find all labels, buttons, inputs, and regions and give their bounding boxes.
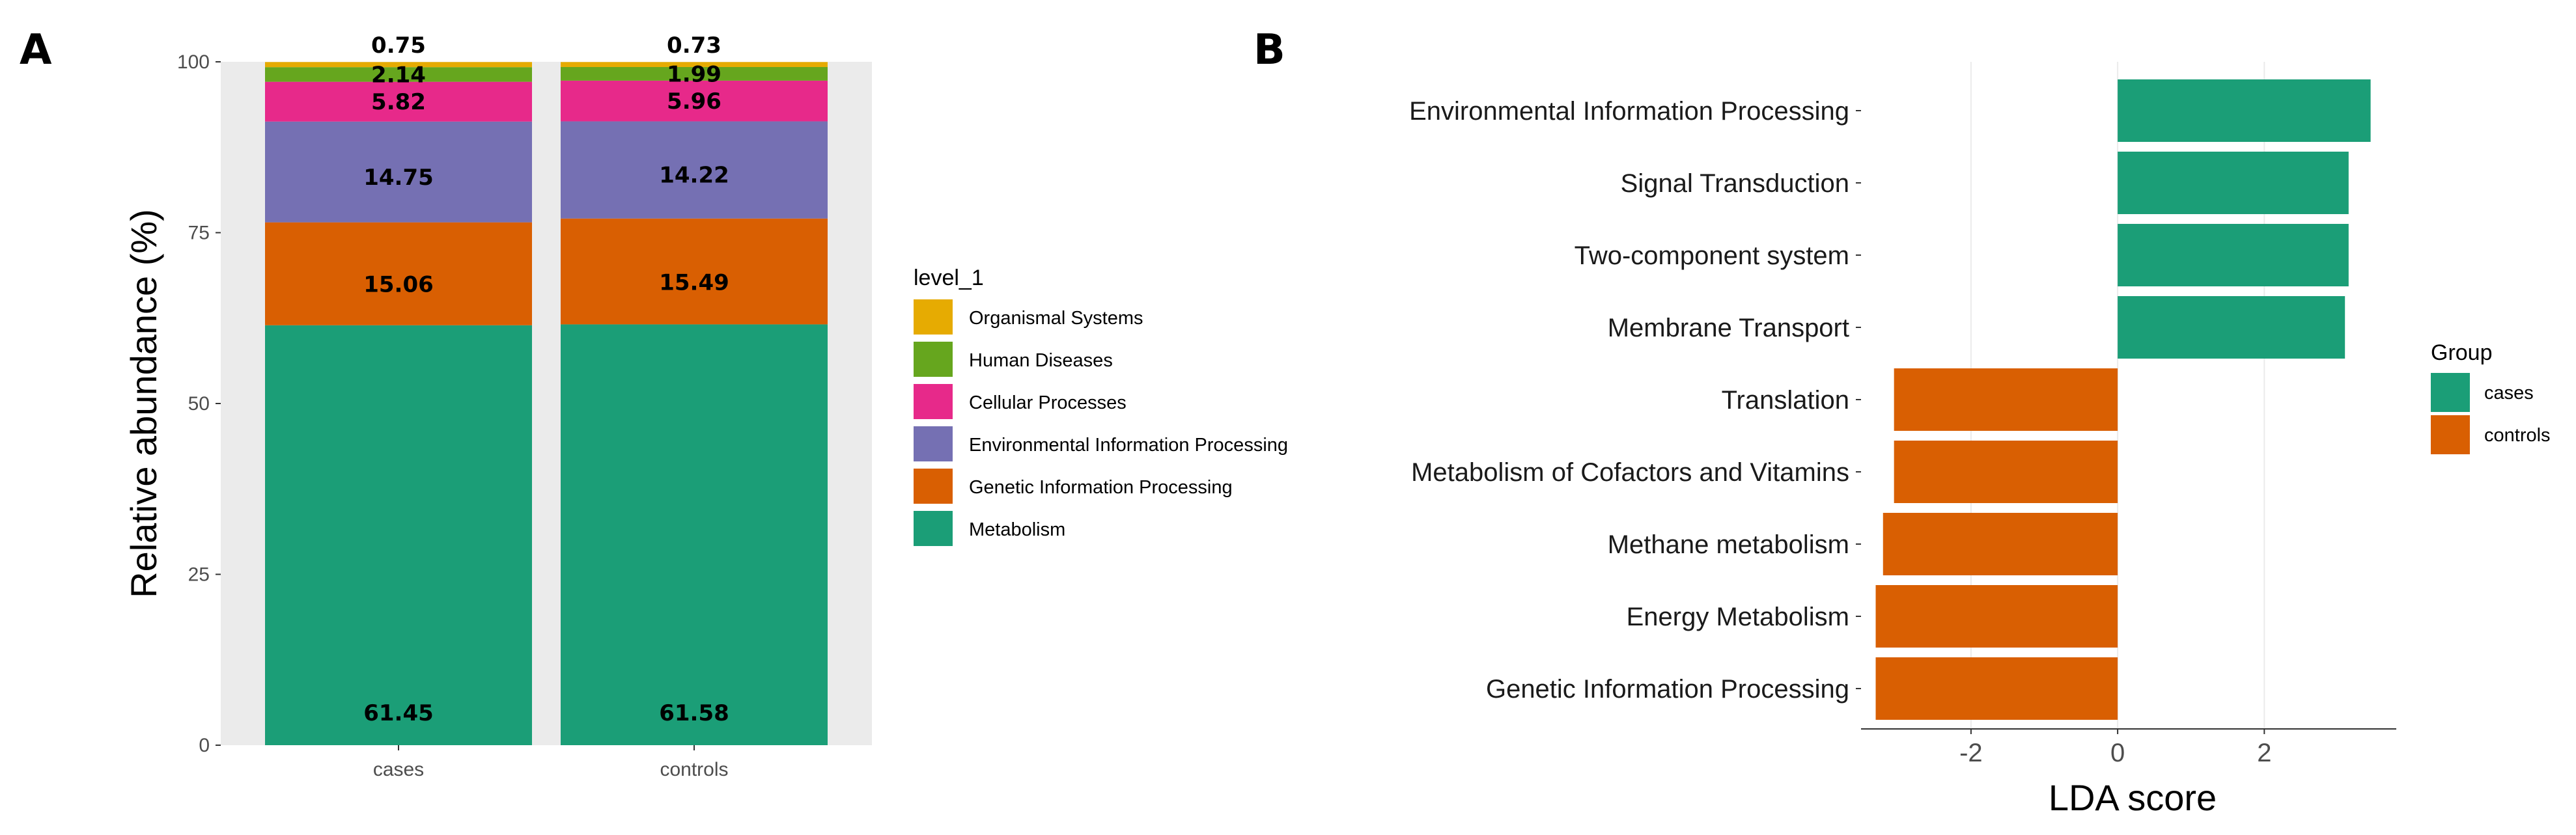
legend-key-controls (2431, 415, 2470, 454)
data-label-controls-metabolism: 61.58 (659, 700, 729, 726)
legend-key-environmental-information-processing (914, 426, 953, 461)
legend-label-metabolism: Metabolism (969, 519, 1065, 540)
y-tick-label-100: 100 (177, 51, 210, 73)
lda-bar-two-component-system (2118, 224, 2349, 286)
bar-controls-environmental-information-processing (561, 121, 828, 219)
bar-controls-cellular-processes (561, 80, 828, 122)
legend-key-genetic-information-processing (914, 469, 953, 504)
data-label-cases-environmental-information-processing: 14.75 (363, 165, 434, 191)
y-tick-label-two-component-system: Two-component system (1575, 241, 1849, 270)
data-label-controls-human-diseases: 1.99 (667, 61, 721, 87)
y-tick-label-signal-transduction: Signal Transduction (1621, 169, 1849, 198)
panel-a-label: A (20, 26, 52, 74)
lda-bar-translation (1894, 368, 2118, 431)
legend-label-human-diseases: Human Diseases (969, 350, 1113, 371)
panel-a-data-labels: 61.45 15.06 14.75 5.822.14 0.75 61.58 15.49 14.… (363, 33, 729, 726)
lda-bar-genetic-information-processing (1875, 657, 2118, 720)
lda-bar-signal-transduction (2118, 152, 2349, 214)
x-tick-label-1: 0 (2110, 739, 2125, 767)
bar-cases-environmental-information-processing (265, 121, 532, 223)
data-label-controls-environmental-information-processing: 14.22 (659, 163, 729, 189)
legend-label-environmental-information-processing: Environmental Information Processing (969, 435, 1288, 456)
y-tick-label-genetic-information-processing: Genetic Information Processing (1486, 675, 1849, 704)
x-tick-label-cases: cases (373, 759, 424, 780)
lda-bar-methane-metabolism (1883, 513, 2118, 575)
legend-key-cellular-processes (914, 384, 953, 419)
data-label-controls-genetic-information-processing: 15.49 (659, 269, 729, 295)
bar-cases-cellular-processes (265, 81, 532, 122)
legend-label-genetic-information-processing: Genetic Information Processing (969, 477, 1233, 498)
legend-key-metabolism (914, 511, 953, 546)
bar-controls-organismal-systems (561, 62, 828, 67)
bar-controls-human-diseases (561, 66, 828, 81)
panel-b-legend-title: Group (2431, 340, 2493, 365)
bar-cases-metabolism (265, 325, 532, 745)
legend-key-cases (2431, 373, 2470, 412)
data-label-controls-organismal-systems: 0.73 (667, 33, 721, 59)
data-label-cases-human-diseases: 2.14 (371, 62, 426, 88)
panel-b-label: B (1253, 26, 1285, 74)
legend-label-controls: controls (2484, 425, 2551, 446)
panel-b-x-axis-title: LDA score (2049, 777, 2217, 818)
y-tick-label-0: 0 (199, 735, 210, 756)
panel-b-bars (1875, 79, 2371, 720)
y-tick-label-energy-metabolism: Energy Metabolism (1627, 603, 1849, 631)
y-tick-label-translation: Translation (1722, 386, 1849, 415)
data-label-controls-cellular-processes: 5.96 (667, 89, 721, 115)
data-label-cases-genetic-information-processing: 15.06 (363, 272, 434, 298)
lda-bar-membrane-transport (2118, 296, 2345, 359)
legend-label-cases: cases (2484, 383, 2534, 404)
y-tick-label-50: 50 (188, 393, 210, 415)
panel-b-y-axis: Environmental Information ProcessingSign… (1409, 97, 1861, 704)
lda-bar-energy-metabolism (1875, 585, 2118, 648)
y-tick-label-25: 25 (188, 564, 210, 586)
panel-a-y-axis: 0 25 50 75 100 (177, 51, 221, 756)
panel-b: B Environmental Information ProcessingSi… (1253, 26, 2551, 818)
y-tick-label-environmental-information-processing: Environmental Information Processing (1409, 97, 1849, 126)
x-tick-label-controls: controls (660, 759, 728, 780)
legend-key-organismal-systems (914, 299, 953, 335)
panel-a-legend-title: level_1 (914, 266, 984, 290)
bar-cases-human-diseases (265, 67, 532, 82)
y-tick-label-metabolism-of-cofactors-and-vitamins: Metabolism of Cofactors and Vitamins (1411, 458, 1849, 487)
bar-controls-metabolism (561, 324, 828, 745)
y-tick-label-methane-metabolism: Methane metabolism (1608, 530, 1849, 559)
y-tick-label-membrane-transport: Membrane Transport (1608, 314, 1849, 342)
x-tick-label-2: 2 (2257, 739, 2271, 767)
data-label-cases-metabolism: 61.45 (363, 700, 434, 726)
lda-bar-environmental-information-processing (2118, 79, 2371, 142)
panel-b-x-axis: -2 0 2 (1861, 728, 2396, 767)
panel-a-y-axis-title: Relative abundance (%) (123, 209, 164, 598)
panel-a-x-axis: cases controls (373, 745, 729, 780)
y-tick-label-75: 75 (188, 223, 210, 244)
bar-cases-organismal-systems (265, 62, 532, 68)
legend-key-human-diseases (914, 342, 953, 377)
legend-label-organismal-systems: Organismal Systems (969, 308, 1143, 329)
data-label-cases-organismal-systems: 0.75 (371, 33, 426, 59)
panel-a: A 61.45 15.06 14.75 5.822.14 0.75 61.58 15.49 1… (20, 26, 1288, 780)
data-label-cases-cellular-processes: 5.82 (371, 89, 426, 115)
panel-b-legend: cases controls (2431, 373, 2551, 454)
bar-controls-genetic-information-processing (561, 218, 828, 325)
x-tick-label-0: -2 (1959, 739, 1983, 767)
legend-label-cellular-processes: Cellular Processes (969, 392, 1127, 413)
bar-cases-genetic-information-processing (265, 222, 532, 325)
lda-bar-metabolism-of-cofactors-and-vitamins (1894, 441, 2118, 503)
panel-a-bars (265, 62, 828, 745)
